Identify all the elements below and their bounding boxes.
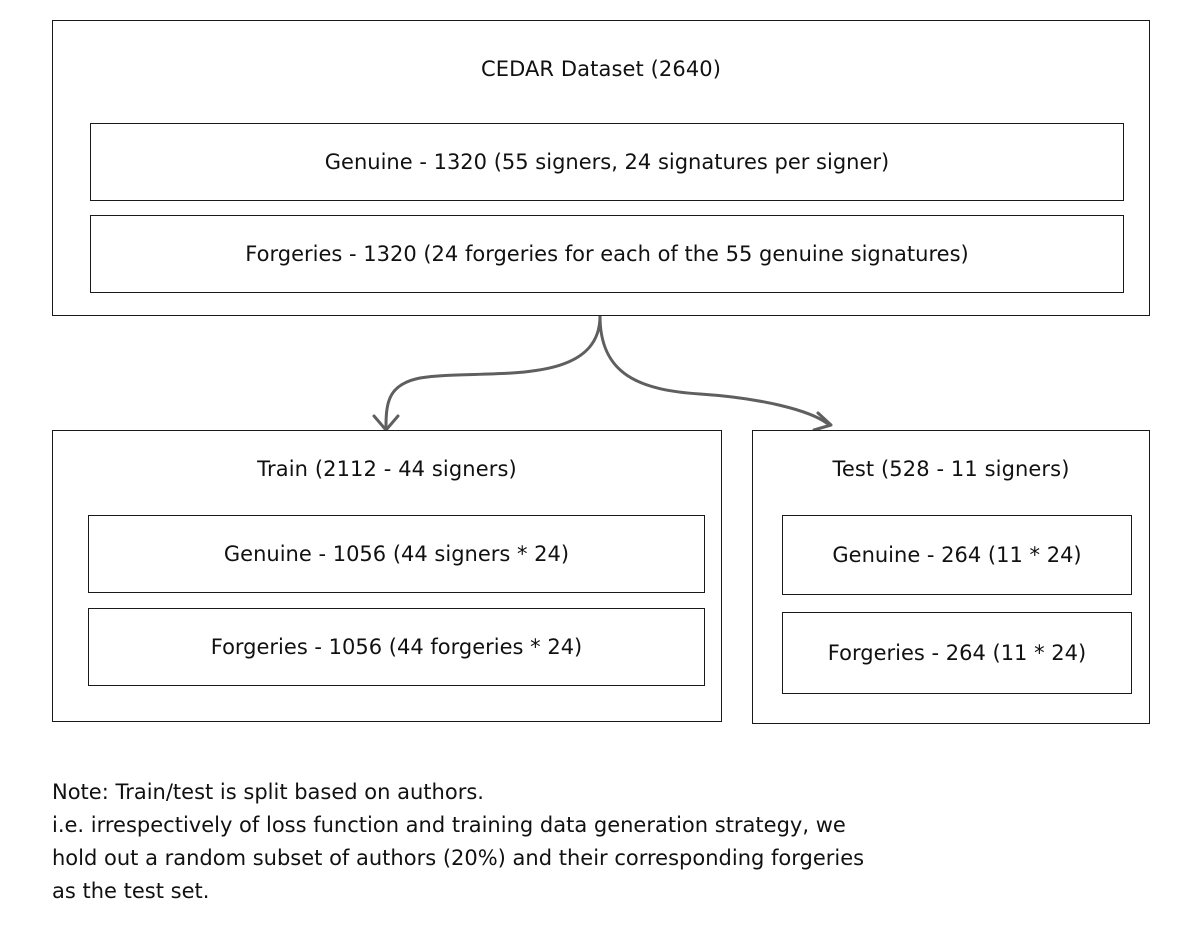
dataset-forgeries-box: Forgeries - 1320 (24 forgeries for each … [90,215,1124,293]
test-genuine-label: Genuine - 264 (11 * 24) [832,543,1082,567]
dataset-genuine-box: Genuine - 1320 (55 signers, 24 signature… [90,123,1124,201]
note-line: i.e. irrespectively of loss function and… [52,813,846,837]
train-genuine-label: Genuine - 1056 (44 signers * 24) [223,542,570,566]
test-box: Test (528 - 11 signers) Genuine - 264 (1… [752,430,1150,724]
train-title: Train (2112 - 44 signers) [257,457,517,481]
connector-to-test [598,314,830,426]
train-forgeries-box: Forgeries - 1056 (44 forgeries * 24) [88,608,705,686]
note-line: Note: Train/test is split based on autho… [52,780,484,804]
note-line: as the test set. [52,879,210,903]
test-title: Test (528 - 11 signers) [832,457,1070,481]
note-line: hold out a random subset of authors (20%… [52,846,865,870]
dataset-title: CEDAR Dataset (2640) [480,57,722,81]
train-forgeries-label: Forgeries - 1056 (44 forgeries * 24) [210,635,583,659]
test-forgeries-box: Forgeries - 264 (11 * 24) [782,612,1132,694]
train-box: Train (2112 - 44 signers) Genuine - 1056… [52,430,722,722]
test-genuine-box: Genuine - 264 (11 * 24) [782,515,1132,595]
arrowhead-test [812,411,833,432]
dataset-genuine-label: Genuine - 1320 (55 signers, 24 signature… [324,150,890,174]
connector-to-train [384,314,602,428]
dataset-box: CEDAR Dataset (2640) Genuine - 1320 (55 … [52,20,1150,316]
split-note: Note: Train/test is split based on autho… [52,776,1052,908]
dataset-forgeries-label: Forgeries - 1320 (24 forgeries for each … [245,242,969,266]
test-forgeries-label: Forgeries - 264 (11 * 24) [827,641,1087,665]
train-genuine-box: Genuine - 1056 (44 signers * 24) [88,515,705,593]
